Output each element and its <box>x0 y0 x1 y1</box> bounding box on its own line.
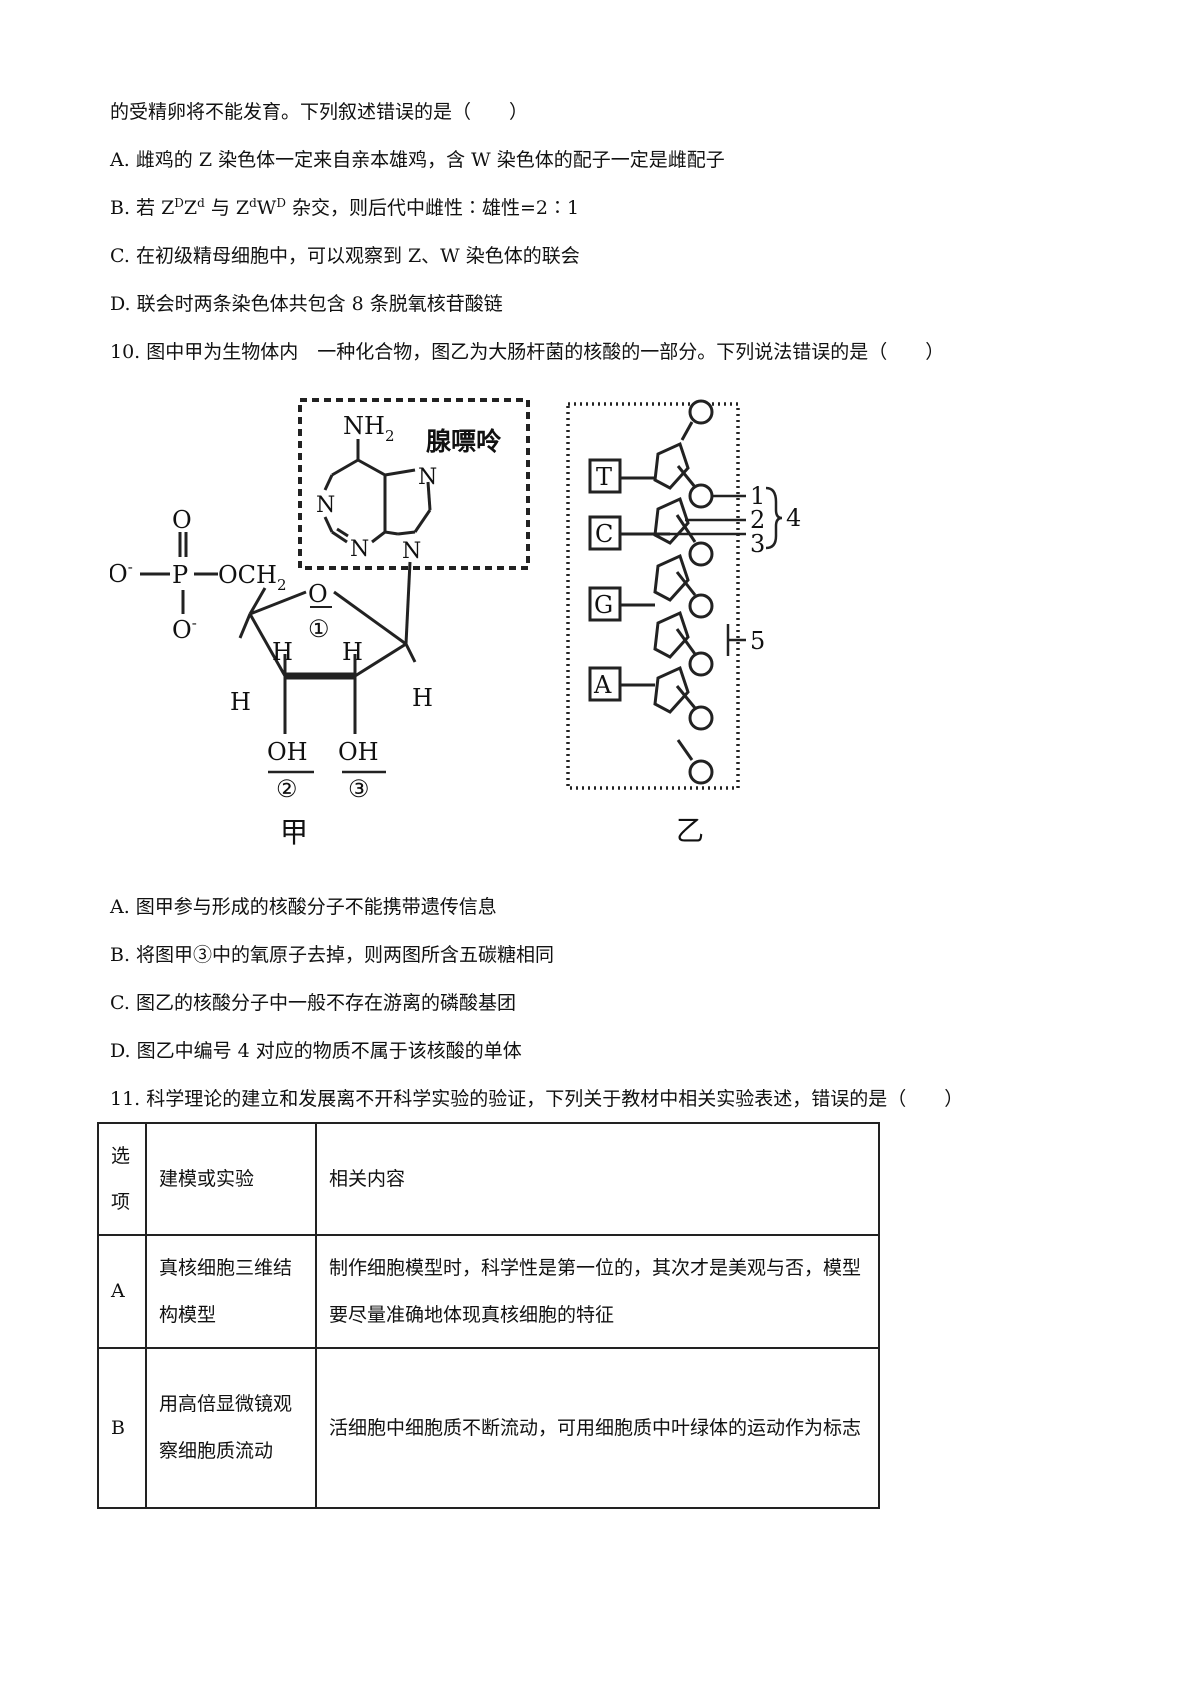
q10-stem: 10. 图中甲为生物体内 一种化合物，图乙为大肠杆菌的核酸的一部分。下列说法错误… <box>110 341 945 363</box>
oh-2: OH <box>267 738 308 766</box>
q11-table: 选项 建模或实验 相关内容 A 真核细胞三维结构模型 制作细胞模型时，科学性是第… <box>97 1122 880 1509</box>
atom-n-9: N <box>402 539 421 564</box>
ring-oxygen: O <box>308 580 328 608</box>
och2-label: OCH2 <box>218 561 287 594</box>
atom-n-1: N <box>316 493 335 518</box>
q10-option-d: D. 图乙中编号 4 对应的物质不属于该核酸的单体 <box>110 1040 522 1062</box>
q10-option-b: B. 将图甲③中的氧原子去掉，则两图所含五碳糖相同 <box>110 944 555 966</box>
brace-4 <box>765 486 783 550</box>
ribose-ring <box>238 590 417 680</box>
h-c1: H <box>412 684 433 712</box>
phosphate-left-o: O- <box>110 558 133 588</box>
base-box-a <box>588 666 622 702</box>
h-c4: H <box>230 688 251 716</box>
backbone <box>675 421 697 761</box>
phosphate-top-o: O <box>172 506 192 534</box>
figure-yi: T C G A 1 2 3 4 5 乙 <box>566 399 801 847</box>
base-connectors <box>618 476 670 687</box>
row-experiment: 用高倍显微镜观察细胞质流动 <box>145 1347 317 1509</box>
base-a: A <box>593 671 612 699</box>
q10-figure: NH2 腺嘌呤 N N N N O <box>110 392 830 862</box>
glycosidic-bond <box>404 561 412 645</box>
figure-yi-label: 乙 <box>676 814 704 847</box>
marker-1: ① <box>308 615 330 643</box>
base-box-g <box>588 586 622 622</box>
phosphorus-atom: P <box>172 561 188 589</box>
table-row: B 用高倍显微镜观察细胞质流动 活细胞中细胞质不断流动，可用细胞质中叶绿体的运动… <box>97 1347 880 1509</box>
q9-option-a: A. 雌鸡的 Z 染色体一定来自亲本雄鸡，含 W 染色体的配子一定是雌配子 <box>110 149 725 171</box>
leader-lines <box>670 494 746 656</box>
phosphate-circle <box>688 759 714 785</box>
q11-stem: 11. 科学理论的建立和发展离不开科学实验的验证，下列关于教材中相关实验表述，错… <box>110 1088 964 1110</box>
table-row: A 真核细胞三维结构模型 制作细胞模型时，科学性是第一位的，其次才是美观与否，模… <box>97 1234 880 1349</box>
q9-stem-continuation: 的受精卵将不能发育。下列叙述错误的是（ ） <box>110 101 529 123</box>
base-name-label: 腺嘌呤 <box>426 427 502 456</box>
label-3: 3 <box>750 530 765 558</box>
marker-2: ② <box>276 775 298 803</box>
figure-jia-label: 甲 <box>280 816 308 849</box>
oh-3: OH <box>338 738 379 766</box>
h-c3: H <box>342 638 363 666</box>
q9-option-b: B. 若 ZDZd 与 ZdWD 杂交，则后代中雌性∶雄性=2∶1 <box>110 196 580 219</box>
q10-option-c: C. 图乙的核酸分子中一般不存在游离的磷酸基团 <box>110 992 516 1014</box>
header-experiment: 建模或实验 <box>145 1122 317 1236</box>
purine-six-ring <box>323 439 387 544</box>
atom-n-7: N <box>418 465 437 490</box>
phosphate-circle <box>688 593 714 619</box>
phosphate-bottom-o: O- <box>172 614 197 644</box>
header-content: 相关内容 <box>315 1122 880 1236</box>
row-option: B <box>97 1347 147 1509</box>
h-c2: H <box>272 638 293 666</box>
label-1: 1 <box>750 482 765 510</box>
phosphate-circle <box>688 651 714 677</box>
base-c: C <box>595 520 613 548</box>
nucleic-acid-box <box>566 402 740 790</box>
phosphate-circle <box>688 705 714 731</box>
label-2: 2 <box>750 506 765 534</box>
q9-option-c: C. 在初级精母细胞中，可以观察到 Z、W 染色体的联会 <box>110 245 580 267</box>
row-content: 活细胞中细胞质不断流动，可用细胞质中叶绿体的运动作为标志 <box>315 1347 880 1509</box>
q9-option-d: D. 联会时两条染色体共包含 8 条脱氧核苷酸链 <box>110 293 503 315</box>
marker-3: ③ <box>348 775 370 803</box>
sugar-pentagons <box>653 441 690 714</box>
purine-five-ring <box>384 468 432 536</box>
row-option: A <box>97 1234 147 1349</box>
phosphate-circle <box>688 483 714 509</box>
base-box-t <box>588 458 622 494</box>
q10-option-a: A. 图甲参与形成的核酸分子不能携带遗传信息 <box>110 896 497 918</box>
nh2-label: NH2 <box>343 412 394 445</box>
label-4: 4 <box>786 504 801 532</box>
row-experiment: 真核细胞三维结构模型 <box>145 1234 317 1349</box>
base-t: T <box>596 463 612 491</box>
row-content: 制作细胞模型时，科学性是第一位的，其次才是美观与否，模型要尽量准确地体现真核细胞… <box>315 1234 880 1349</box>
phosphate-circle <box>688 541 714 567</box>
figure-jia: NH2 腺嘌呤 N N N N O <box>110 398 530 849</box>
atom-n-3: N <box>350 537 369 562</box>
base-g: G <box>594 591 613 619</box>
label-5: 5 <box>750 627 765 655</box>
adenine-box <box>298 398 530 570</box>
table-header-row: 选项 建模或实验 相关内容 <box>97 1122 880 1236</box>
header-option: 选项 <box>97 1122 147 1236</box>
phosphate-circle <box>688 399 714 425</box>
base-box-c <box>588 515 622 551</box>
figure-svg: NH2 腺嘌呤 N N N N O <box>110 398 801 849</box>
